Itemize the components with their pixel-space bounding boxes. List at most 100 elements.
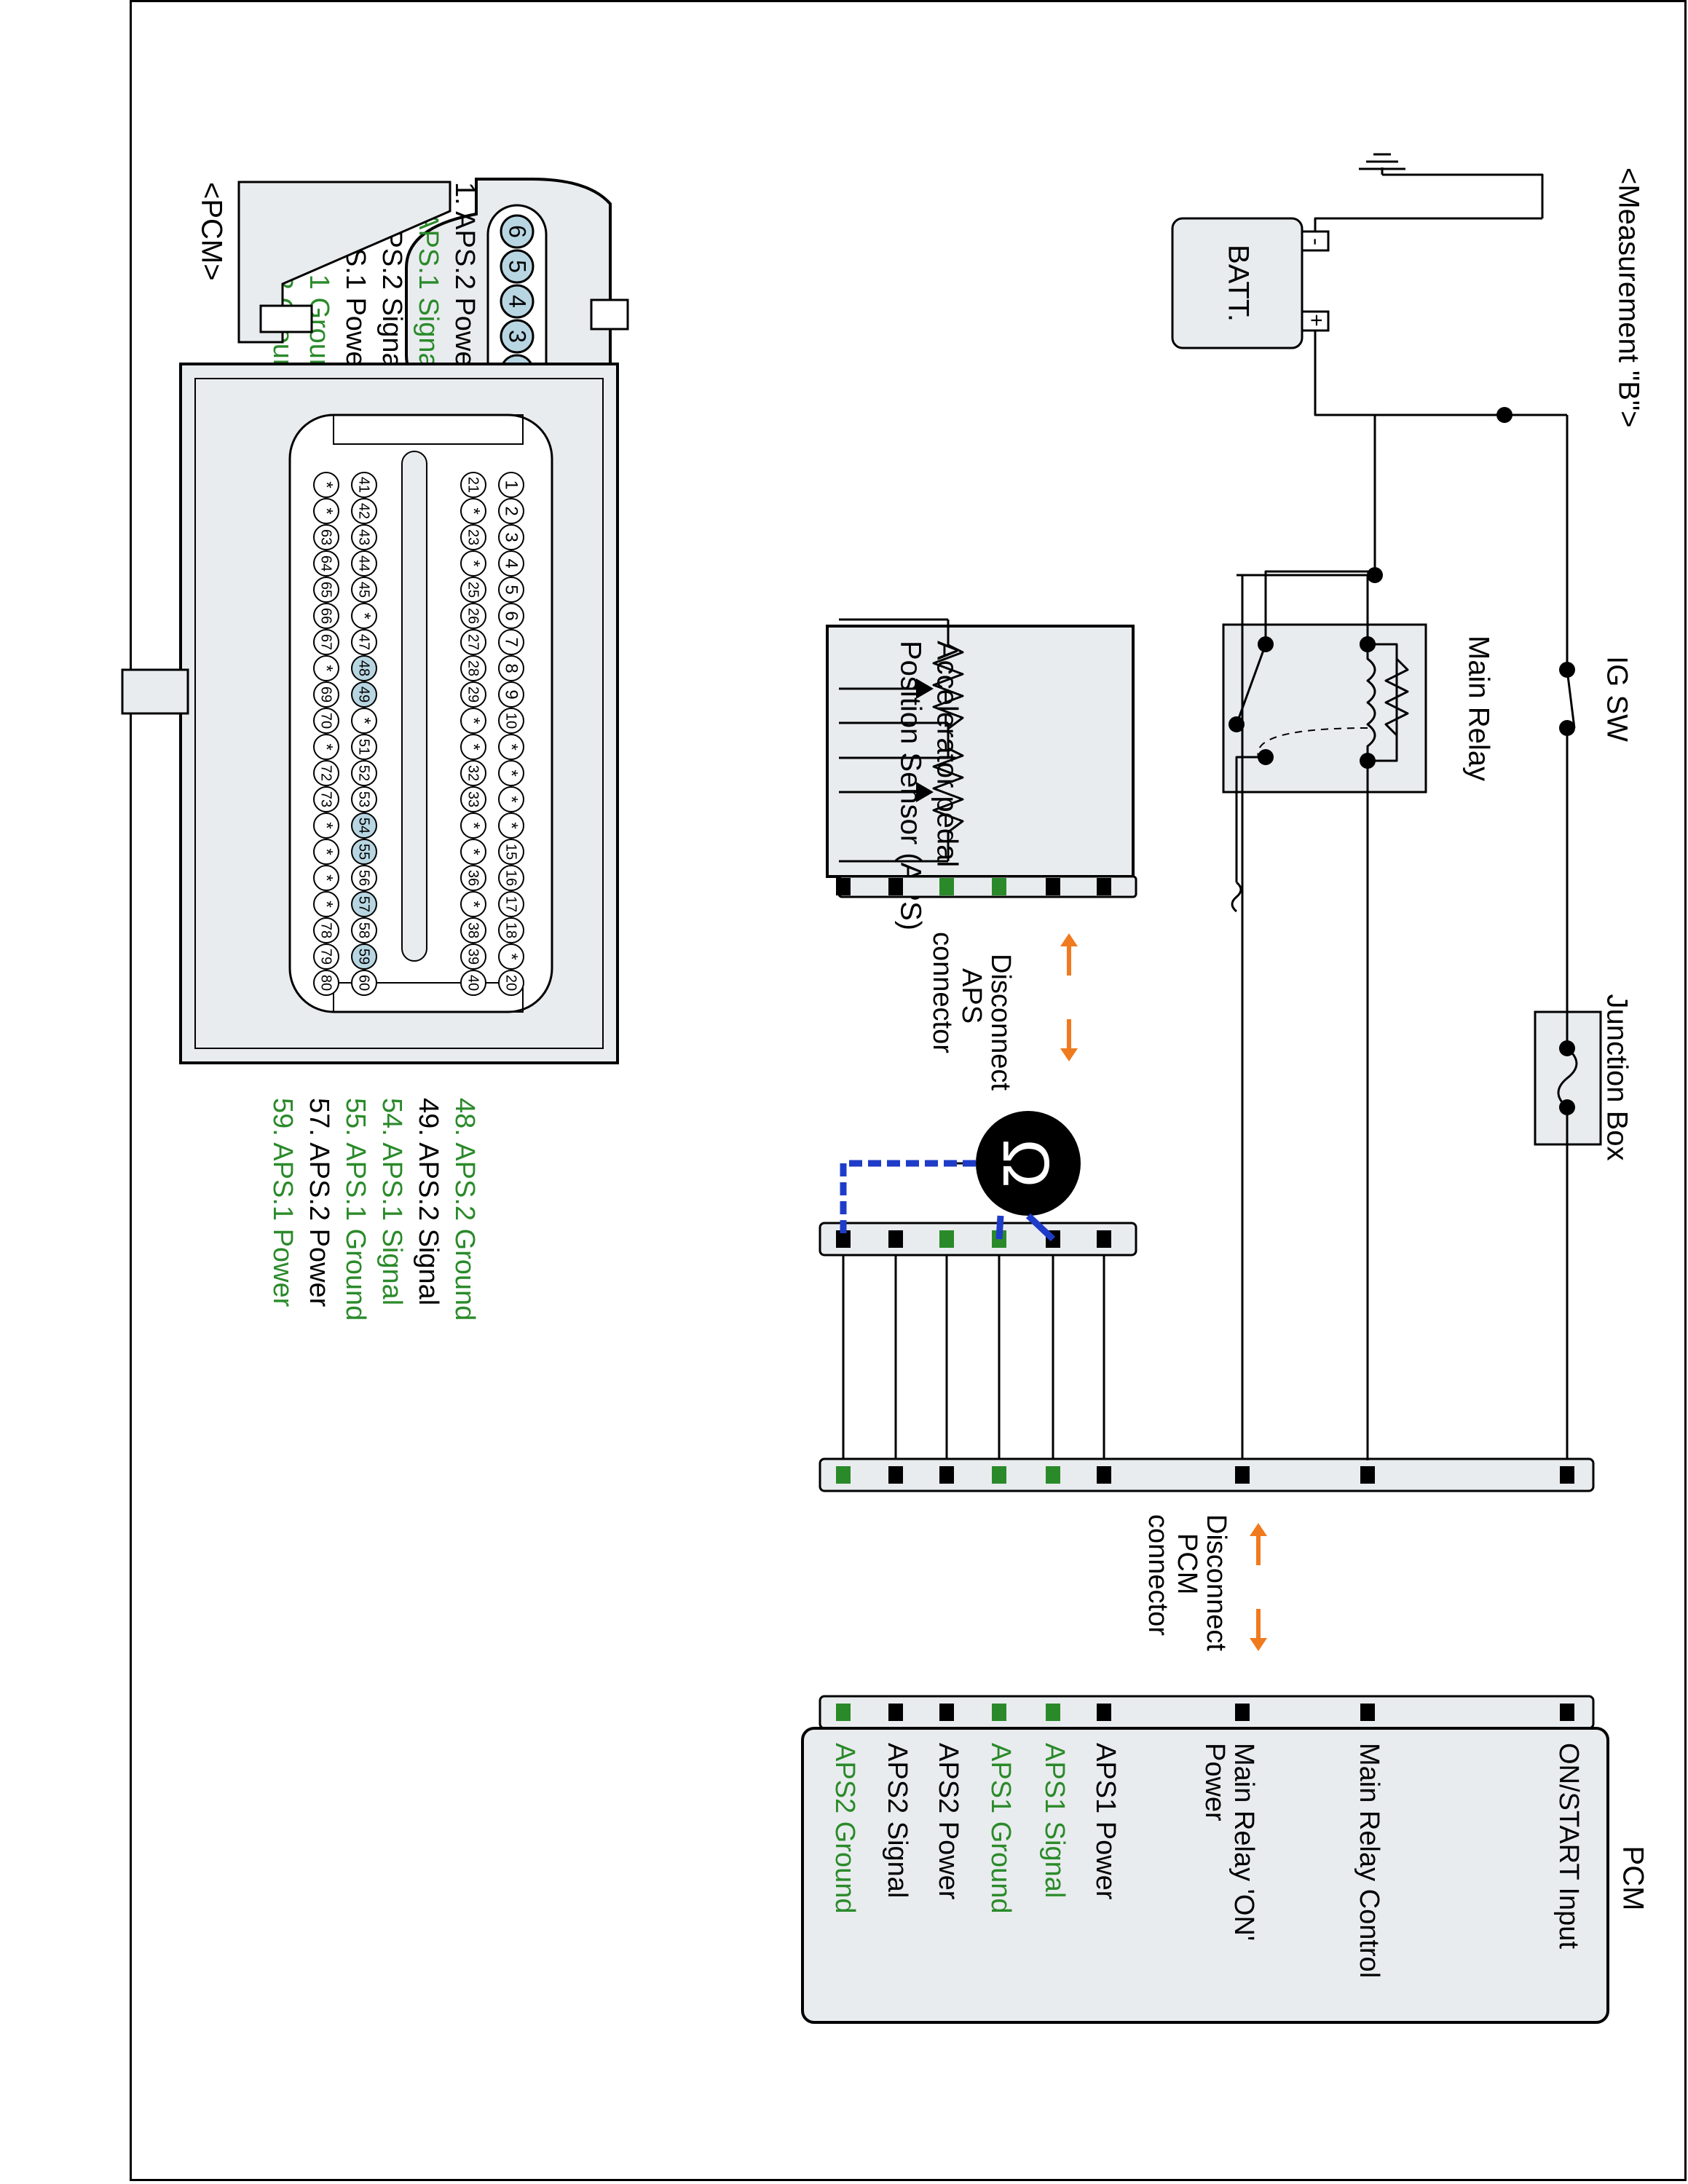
pcm-connector-pin-number: * — [464, 743, 484, 750]
pcm-connector-pin-number: * — [317, 874, 336, 881]
pcm-connector-pin — [351, 760, 377, 786]
pcm-terminal-label: Power — [1199, 1743, 1230, 1821]
pcm-connector-pin-number: 42 — [356, 503, 372, 519]
pcm-connector-pin — [460, 760, 486, 786]
ohm-symbol: Ω — [989, 1139, 1062, 1187]
aps-harness-pin — [888, 1230, 903, 1248]
pcm-connector-pin — [498, 865, 524, 891]
pcm-connector-pin-number: * — [502, 769, 521, 776]
pcm-connector-pin-number: * — [317, 848, 336, 855]
pcm-connector-pin-number: * — [502, 796, 521, 802]
pcm-connector-pin — [460, 550, 486, 577]
relay-output-cut — [1231, 881, 1242, 913]
pcm-connector-pin-number: 27 — [465, 634, 481, 650]
junction-box-label: Junction Box — [1601, 994, 1633, 1160]
pcm-connector-pin-number: * — [317, 507, 336, 514]
aps-sensor-pin — [888, 878, 903, 895]
pcm-connector-pin-number: 3 — [502, 532, 521, 542]
pcm-pin — [1046, 1704, 1060, 1721]
pcm-connector-pin — [498, 603, 524, 629]
aps2-potentiometer-resistor — [932, 620, 964, 758]
pcm-connector-pin — [313, 524, 339, 550]
pcm-connector-pin-number: * — [317, 901, 336, 907]
pcm-connector-pin-number: 32 — [465, 765, 481, 781]
main-relay-label: Main Relay — [1462, 636, 1494, 781]
pcm-pin — [1360, 1704, 1375, 1721]
pcm-connector-pin-number: 67 — [318, 634, 334, 650]
pcm-terminal-label: APS1 Power — [1090, 1743, 1121, 1900]
pcm-connector — [819, 1695, 1595, 1730]
pcm-connector-pin — [313, 839, 339, 865]
pcm-connector-pin — [460, 472, 486, 498]
pcm-connector-pin-number: 45 — [356, 582, 372, 598]
relay-coil — [1366, 644, 1376, 761]
pcm-connector-pin — [351, 865, 377, 891]
pcm-connector-pin — [313, 577, 339, 603]
pcm-connector-pin-number: 41 — [356, 477, 372, 493]
pcm-harness-pin — [836, 1466, 851, 1484]
accel-sensor-pin — [500, 214, 535, 249]
pcm-connector-pin-number: * — [355, 717, 374, 724]
pcm-connector-pin — [351, 629, 377, 655]
pcm-connector-slot — [333, 982, 524, 1013]
pcm-connector-pin-number: 10 — [503, 713, 519, 729]
pcm-connector-pin-number: 59 — [356, 949, 372, 965]
battery-negative-wire — [1382, 173, 1544, 218]
pcm-pin — [992, 1704, 1006, 1721]
ig-switch-blade — [1566, 669, 1576, 729]
disconnect-aps-arrowhead — [1060, 933, 1078, 946]
relay-switch-terminal — [1228, 716, 1245, 732]
accel-sensor-pin-number: 6 — [505, 225, 531, 238]
pcm-connector-pin-number: * — [464, 901, 484, 907]
pcm-connector-pin-number: * — [502, 953, 521, 960]
page-title: <Measurement "B"> — [1612, 167, 1644, 427]
pcm-connector-pin — [351, 524, 377, 550]
pcm-connector-pin-number: 55 — [356, 844, 372, 860]
pcm-pin — [888, 1704, 903, 1721]
pcm-connector-pin-number: 1 — [502, 480, 521, 489]
pcm-connector-pin — [498, 812, 524, 839]
relay-coil-feed-wire — [1366, 415, 1376, 644]
pcm-connector-pin — [498, 786, 524, 812]
pcm-connector-pin-number: 56 — [356, 870, 372, 886]
pcm-harness-connector — [819, 1457, 1595, 1492]
pcm-connector-pin-number: 80 — [318, 975, 334, 991]
pcm-connector-pin-desc: 59. APS.1 Power — [267, 1098, 298, 1307]
pcm-connector-pin — [498, 655, 524, 681]
accel-sensor-pin-desc: 1. APS.2 Power — [449, 182, 480, 376]
pcm-connector-pin-number: 78 — [318, 922, 334, 938]
pcm-connector-pin — [498, 734, 524, 760]
pcm-connector-pin-number: 72 — [318, 765, 334, 781]
pcm-connector-pin — [313, 891, 339, 917]
aps-harness-pin — [836, 1230, 851, 1248]
pcm-connector-pin-number: 38 — [465, 922, 481, 938]
pcm-connector-pin-number: 18 — [503, 922, 519, 938]
battery-box — [1171, 217, 1304, 349]
wire — [1264, 570, 1375, 604]
pcm-connector-pin — [460, 812, 486, 839]
pcm-connector-pin-number: 26 — [465, 608, 481, 624]
pcm-connector-pin-desc: 49. APS.2 Signal — [413, 1098, 443, 1305]
pcm-connector-pin-number: 58 — [356, 922, 372, 938]
accel-sensor-pin — [500, 284, 535, 319]
pcm-connector-pin-number: 20 — [503, 975, 519, 991]
junction-box-fuse — [1557, 1012, 1578, 1144]
pcm-connector-pin — [313, 734, 339, 760]
pcm-connector-pin-number: 40 — [465, 975, 481, 991]
pcm-connector-pin — [460, 891, 486, 917]
pcm-harness-pin — [1046, 1466, 1060, 1484]
pcm-pin — [1097, 1704, 1111, 1721]
pcm-connector-pin — [313, 812, 339, 839]
pcm-connector-pin — [313, 629, 339, 655]
disconnect-aps-arrowhead — [1060, 1048, 1078, 1061]
battery-positive-wire — [1314, 331, 1504, 416]
accel-sensor-latch — [590, 298, 629, 331]
pcm-connector-pin-number: 64 — [318, 555, 334, 571]
pcm-connector-pin — [498, 970, 524, 996]
pcm-connector-pin-number: 70 — [318, 713, 334, 729]
pcm-connector-pin — [498, 943, 524, 970]
aps-sensor-pin — [992, 878, 1006, 895]
pcm-connector-pin — [313, 708, 339, 734]
probe-lead — [995, 1215, 1004, 1240]
